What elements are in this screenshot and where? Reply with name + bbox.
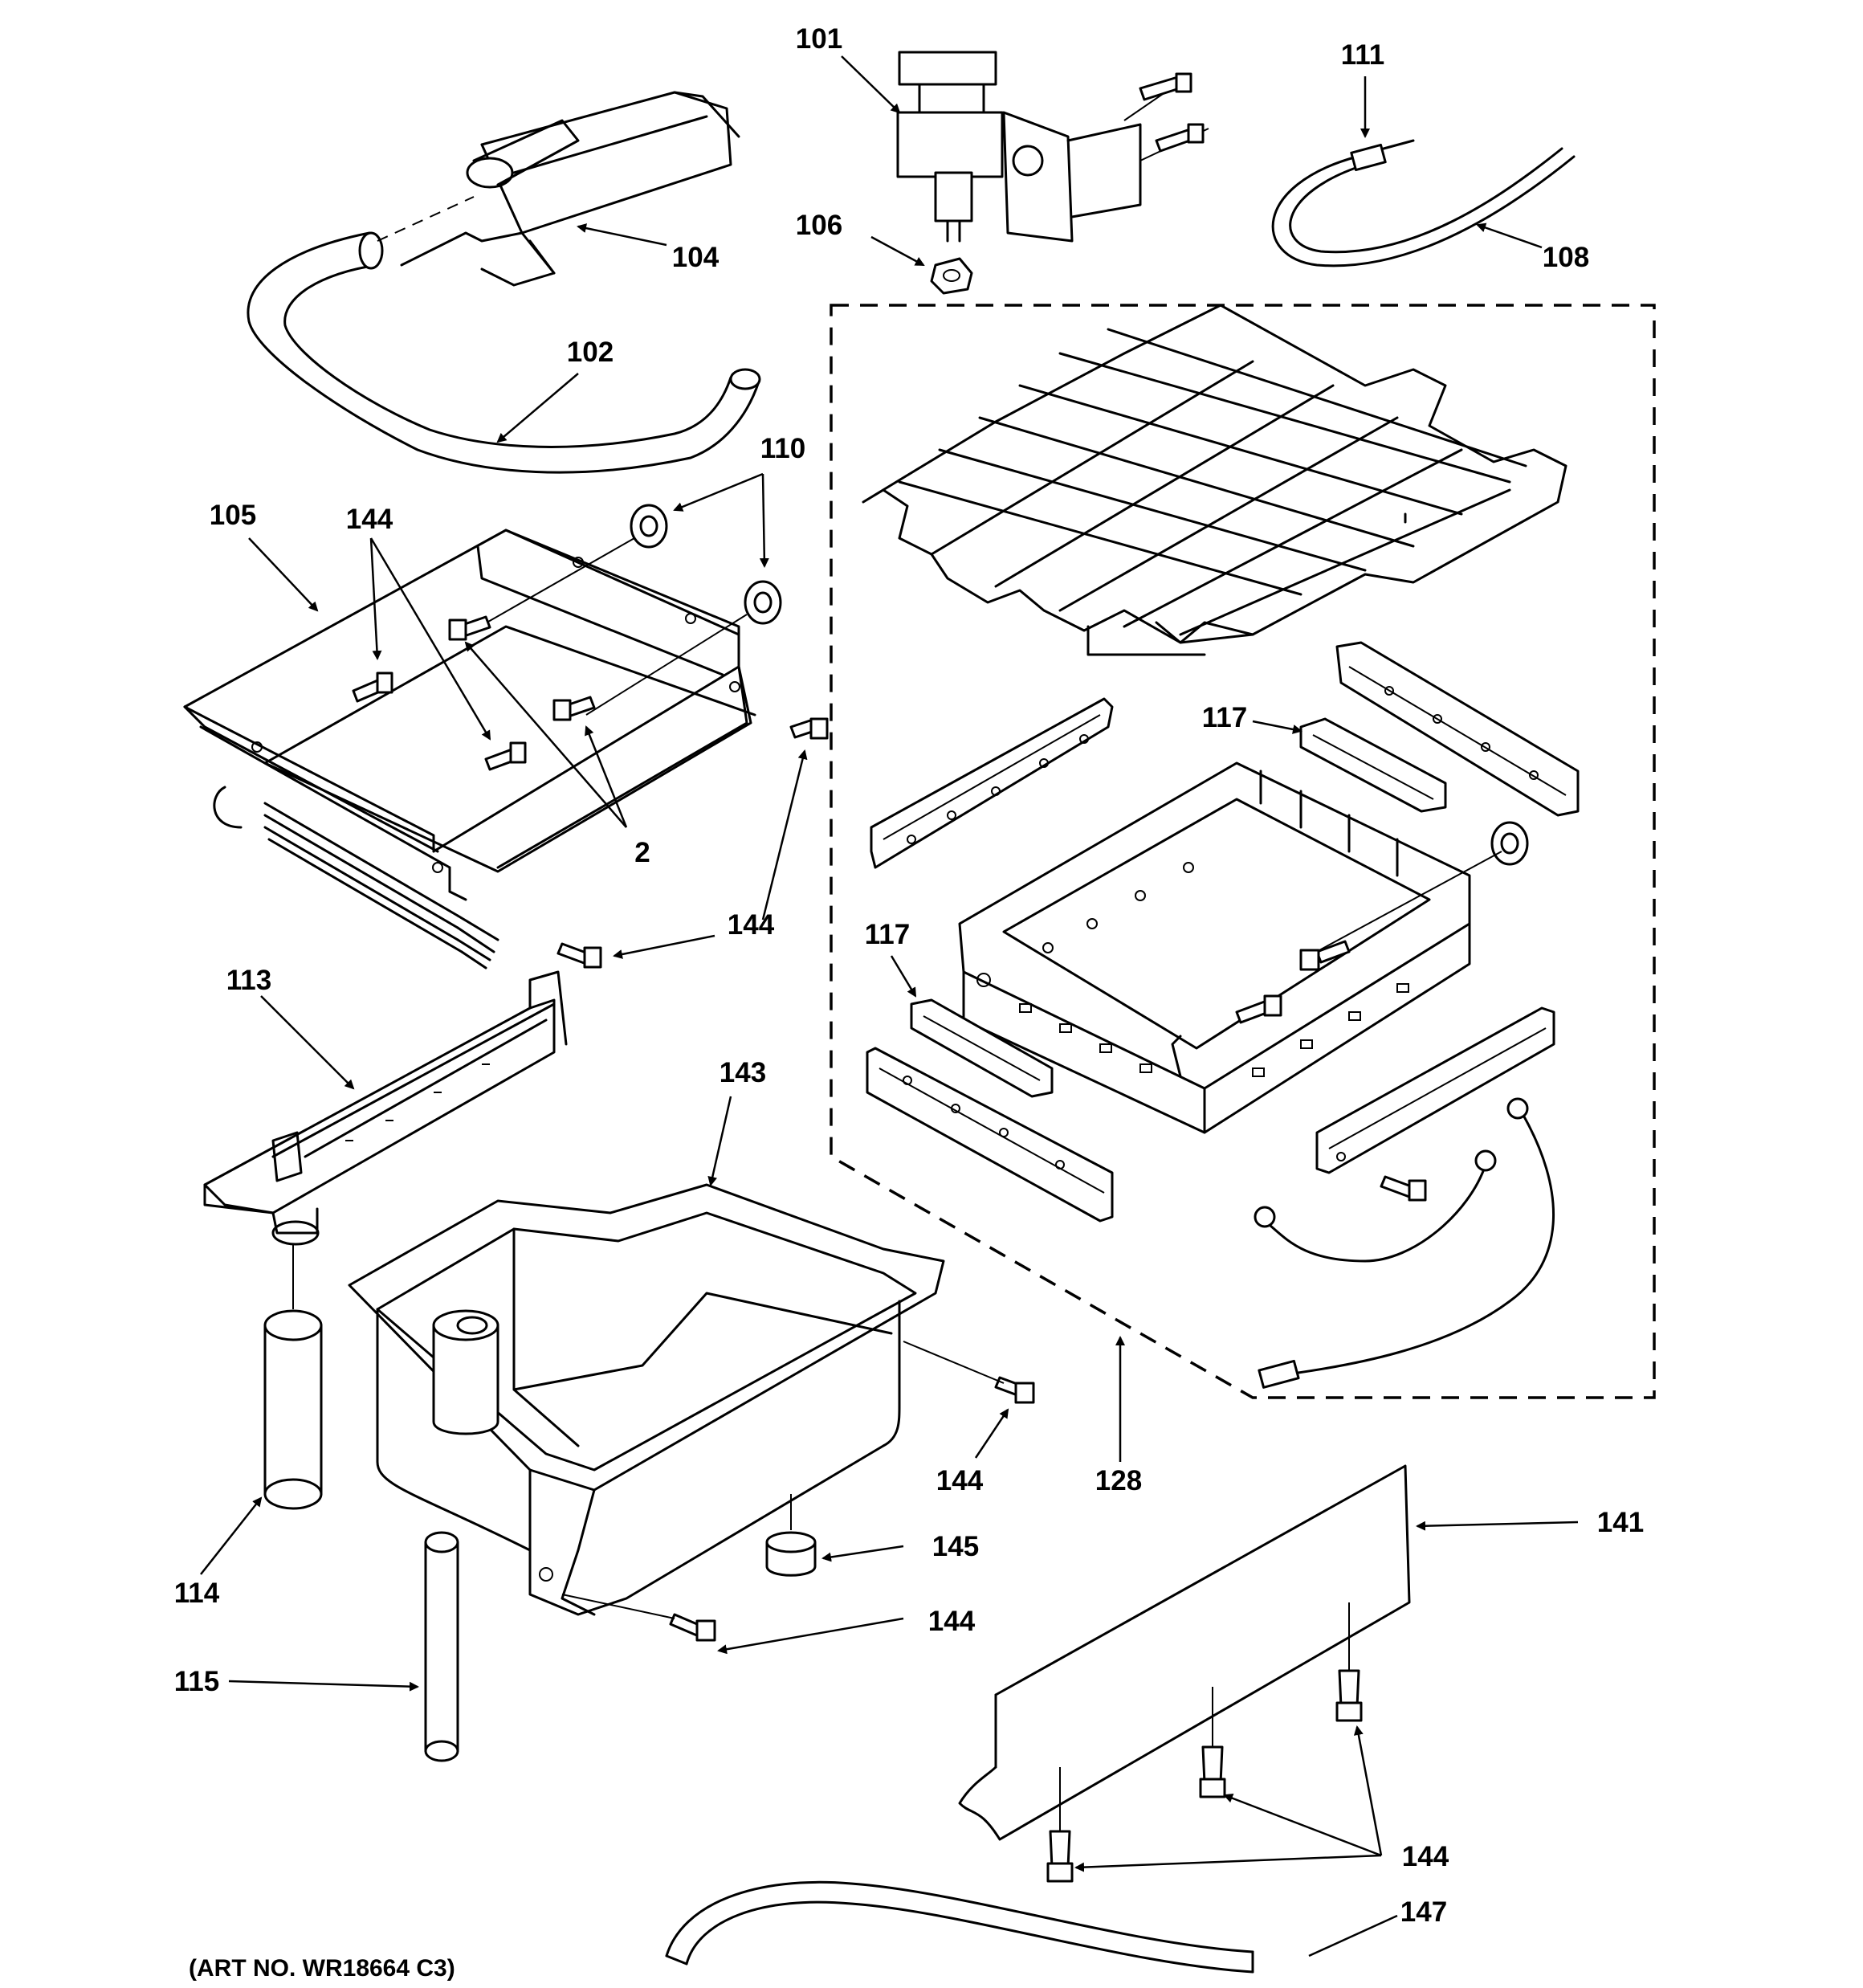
callout-114: 114 <box>174 1578 220 1609</box>
screw-icon <box>789 717 829 740</box>
screw-icon <box>1199 1745 1226 1798</box>
mounting-rail <box>870 697 1114 869</box>
screw-icon <box>1380 1175 1427 1202</box>
mounting-rail <box>1315 1006 1555 1174</box>
heater-strip-part-117 <box>910 998 1054 1098</box>
callout-144-bracket: 144 <box>346 504 393 535</box>
callout-117-upper: 117 <box>1202 702 1247 733</box>
shelf-part-113 <box>203 970 568 1246</box>
grommet-part-110 <box>630 504 668 549</box>
heater-tray <box>958 761 1471 1134</box>
callout-110: 110 <box>760 433 805 464</box>
ice-pan-part-143 <box>348 1183 945 1616</box>
callout-117-lower: 117 <box>865 919 910 950</box>
mounting-rail <box>1335 641 1580 817</box>
cover-part-141 <box>958 1464 1411 1841</box>
callout-144-pan-bottom: 144 <box>928 1606 976 1637</box>
fill-hose-part-102 <box>247 196 761 474</box>
callout-144-cover: 144 <box>1402 1841 1449 1872</box>
callout-102: 102 <box>567 337 614 368</box>
screw-icon <box>1235 994 1282 1024</box>
callout-104: 104 <box>672 242 720 273</box>
art-number-caption: (ART NO. WR18664 C3) <box>189 1955 455 1982</box>
screw-icon <box>669 1613 716 1642</box>
screw-icon <box>1335 1669 1363 1722</box>
screw-icon <box>552 696 596 721</box>
screw-icon <box>352 672 393 703</box>
fill-tube-part-104 <box>400 91 740 287</box>
grommet-part-110 <box>744 580 782 625</box>
callout-143: 143 <box>720 1057 766 1088</box>
screw-icon <box>556 942 602 969</box>
callout-128: 128 <box>1095 1465 1142 1496</box>
heater-kit-group-128 <box>830 304 1656 1399</box>
callout-115: 115 <box>174 1666 219 1697</box>
screw-icon <box>1155 123 1205 153</box>
callout-105: 105 <box>210 500 256 531</box>
callout-106: 106 <box>796 210 842 241</box>
leader-lines <box>200 55 1579 1957</box>
screw-icon <box>1299 940 1351 971</box>
heater-grid <box>862 304 1567 656</box>
mounting-rail <box>866 1047 1114 1223</box>
screw-icon <box>1139 72 1192 101</box>
callout-141: 141 <box>1597 1507 1644 1538</box>
screw-icon <box>484 741 527 771</box>
screw-icon <box>448 615 491 641</box>
callout-113: 113 <box>226 965 271 996</box>
callout-2: 2 <box>634 837 650 868</box>
grommet-icon <box>1490 821 1529 866</box>
callout-145: 145 <box>932 1531 979 1562</box>
callout-147: 147 <box>1400 1896 1447 1928</box>
wire-harness <box>1254 1097 1555 1389</box>
callout-144-right: 144 <box>728 909 775 941</box>
mounting-bracket-part-105 <box>183 529 756 970</box>
drain-hose-part-147 <box>665 1880 1254 1974</box>
water-valve-part-101 <box>896 51 1209 243</box>
nut-part-106 <box>930 257 973 295</box>
screw-icon <box>994 1376 1035 1404</box>
heater-strip-part-117 <box>1299 717 1447 813</box>
water-tube-part-108 <box>1271 139 1576 267</box>
bumper-part-145 <box>765 1494 817 1577</box>
drain-tube-part-114 <box>263 1245 323 1510</box>
screw-icon <box>1046 1830 1074 1883</box>
callout-108: 108 <box>1543 242 1589 273</box>
drain-tube-part-115 <box>424 1531 459 1762</box>
callout-101: 101 <box>796 23 842 55</box>
callout-144-pan-right: 144 <box>936 1465 984 1496</box>
callout-111: 111 <box>1341 39 1385 71</box>
